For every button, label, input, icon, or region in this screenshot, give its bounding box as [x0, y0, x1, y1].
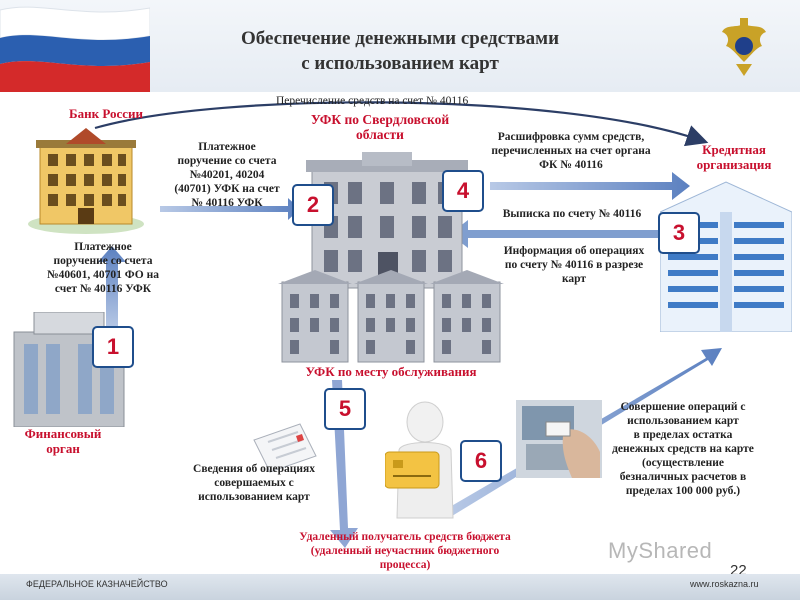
ops-info-label: Информация об операциях по счету № 40116…	[484, 244, 664, 286]
step-4-badge: 4	[442, 170, 484, 212]
statement-label: Выписка по счету № 40116	[502, 208, 642, 220]
document-icon	[253, 423, 317, 473]
title-line-2: с использованием карт	[301, 53, 499, 74]
remote-recipient-label: Удаленный получатель средств бюджета (уд…	[270, 530, 540, 572]
payment-order-ufk-label: Платежное поручение со счета №40201, 402…	[152, 140, 302, 210]
step-6-badge: 6	[460, 440, 502, 482]
ops-info-line-2: по счету № 40116 в разрезе	[504, 259, 644, 271]
pp-fo-line-4: счет № 40116 УФК	[54, 283, 152, 295]
credit-org-line-2: организация	[696, 157, 772, 172]
title-line-1: Обеспечение денежными средствами	[240, 28, 560, 49]
decode-line-1: Расшифровка сумм средств,	[497, 131, 645, 143]
pp-ufk-line-4: (40701) УФК на счет	[174, 183, 280, 195]
pp-fo-line-3: №40601, 40701 ФО на	[47, 269, 159, 281]
arrow-bank-to-ufk	[160, 198, 300, 220]
credit-org-line-1: Кредитная	[702, 142, 766, 157]
pp-fo-line-1: Платежное	[74, 241, 132, 253]
pp-fo-line-2: поручение со счета	[53, 255, 153, 267]
treasury-emblem-icon	[718, 18, 770, 78]
page-title: Обеспечение денежными средствами с испол…	[150, 26, 650, 76]
pp-ufk-line-3: №40201, 40204	[189, 169, 265, 181]
pp-ufk-line-1: Платежное	[198, 141, 256, 153]
fin-body-label: Финансовый орган	[8, 426, 118, 456]
pp-ufk-line-5: № 40116 УФК	[191, 197, 263, 209]
footer-website-link[interactable]: www.roskazna.ru	[690, 579, 759, 589]
arrow-fo-to-bank	[98, 246, 126, 330]
card-ops-line-2: использованием карт	[627, 415, 739, 427]
card-ops-line-5: (осуществление	[642, 457, 724, 469]
ufk-region-line-1: УФК по Свердловской	[310, 112, 450, 127]
bank-building-image	[28, 128, 144, 234]
arrow-ufk-to-credit	[490, 172, 690, 200]
step-1-badge: 1	[92, 326, 134, 368]
card-ops-line-3: в пределах остатка	[633, 429, 733, 441]
remote-line-1: Удаленный получатель средств бюджета	[299, 531, 511, 543]
card-ops-line-4: денежных средств на карте	[612, 443, 754, 455]
footer-bar	[0, 574, 800, 600]
ufk-region-label: УФК по Свердловской области	[270, 112, 490, 142]
ops-report-line-3: использованием карт	[198, 491, 310, 503]
card-ops-line-7: пределах 100 000 руб.)	[625, 485, 741, 497]
watermark-text: MyShared	[608, 538, 713, 563]
pp-ufk-line-2: поручение со счета	[177, 155, 277, 167]
ops-info-line-1: Информация об операциях	[503, 245, 645, 257]
card-ops-line-1: Совершение операций с	[620, 401, 746, 413]
top-transfer-label: Перечисление средств на счет № 40116	[276, 95, 469, 107]
ops-report-line-2: совершаемых с	[214, 477, 294, 489]
top-transfer-arrow	[94, 101, 709, 147]
decode-label: Расшифровка сумм средств, перечисленных …	[474, 130, 668, 172]
ops-report-line-1: Сведения об операциях	[193, 463, 315, 475]
step-2-badge: 2	[292, 184, 334, 226]
footer-org-name: ФЕДЕРАЛЬНОЕ КАЗНАЧЕЙСТВО	[26, 579, 168, 589]
ops-report-label: Сведения об операциях совершаемых с испо…	[178, 462, 330, 504]
russian-flag-image	[0, 0, 150, 92]
card-ops-line-6: безналичных расчетов в	[619, 471, 747, 483]
ufk-local-label: УФК по месту обслуживания	[305, 364, 477, 379]
decode-line-2: перечисленных на счет органа	[491, 145, 651, 157]
card-ops-label: Совершение операций с использованием кар…	[588, 400, 778, 498]
ufk-region-building-image	[306, 152, 468, 289]
ops-info-line-3: карт	[561, 273, 587, 285]
bank-russia-label: Банк России	[69, 106, 143, 121]
ufk-region-line-2: области	[356, 127, 404, 142]
remote-line-3: процесса)	[379, 559, 431, 571]
credit-org-label: Кредитная организация	[676, 142, 792, 172]
fin-body-line-2: орган	[46, 441, 80, 456]
decode-line-3: ФК № 40116	[539, 159, 603, 171]
arrow-credit-to-ufk	[450, 220, 668, 248]
remote-line-2: (удаленный неучастник бюджетного	[310, 545, 500, 557]
fin-body-line-1: Финансовый	[24, 426, 102, 441]
person-with-card-image	[385, 401, 454, 519]
atm-photo-image	[516, 400, 602, 478]
step-5-badge: 5	[324, 388, 366, 430]
ufk-local-buildings-image	[278, 270, 504, 363]
payment-order-fo-label: Платежное поручение со счета №40601, 407…	[28, 240, 178, 296]
step-3-badge: 3	[658, 212, 700, 254]
